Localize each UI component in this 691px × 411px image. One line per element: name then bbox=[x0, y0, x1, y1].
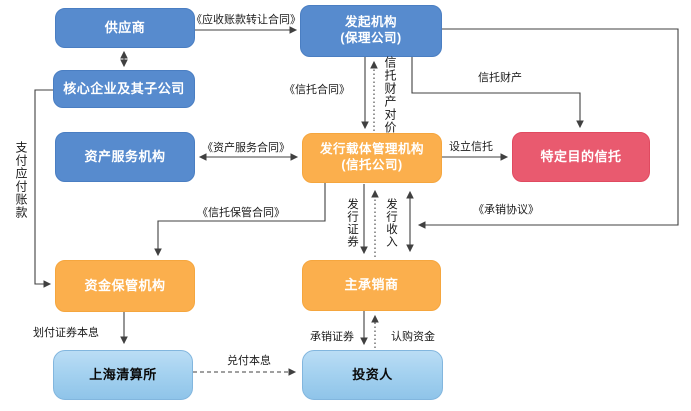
edge-label-trust-contract: 《信托合同》 bbox=[284, 84, 350, 96]
node-issuer-manager-label: 发行载体管理机构 bbox=[319, 142, 424, 157]
edge-label-asset-service-contract: 《资产服务合同》 bbox=[202, 142, 290, 154]
node-lead-underwriter: 主承销商 bbox=[302, 260, 441, 311]
node-originator-sublabel: (保理公司) bbox=[340, 31, 402, 45]
node-supplier: 供应商 bbox=[55, 8, 195, 48]
arrow-underwriting-agreement bbox=[417, 28, 679, 229]
node-originator: 发起机构 (保理公司) bbox=[300, 5, 442, 57]
arrow-pay-payables bbox=[34, 89, 53, 288]
node-lead-underwriter-label: 主承销商 bbox=[344, 277, 399, 293]
edge-label-receivables-transfer-contract: 《应收账款转让合同》 bbox=[191, 14, 301, 26]
node-shanghai-clearing: 上海清算所 bbox=[53, 350, 193, 400]
edge-label-underwriting-agreement: 《承销协议》 bbox=[473, 204, 539, 216]
edge-label-subscription-funds: 认购资金 bbox=[391, 331, 435, 343]
edge-label-issue-proceeds: 发行收入 bbox=[385, 198, 397, 248]
edge-label-trust-property-consideration: 信托财产对价 bbox=[383, 56, 397, 134]
node-originator-label: 发起机构 bbox=[344, 15, 397, 30]
edge-label-pay-payables: 支付应付账款 bbox=[14, 141, 28, 219]
node-special-purpose-trust: 特定目的信托 bbox=[512, 132, 650, 182]
node-asset-servicer: 资产服务机构 bbox=[55, 132, 195, 182]
edge-label-trust-custody-contract: 《信托保管合同》 bbox=[197, 207, 285, 219]
edge-label-issue-securities: 发行证券 bbox=[346, 198, 358, 248]
edge-label-transfer-principal-interest: 划付证券本息 bbox=[33, 327, 99, 339]
node-supplier-label: 供应商 bbox=[104, 19, 146, 35]
node-fund-custodian: 资金保管机构 bbox=[55, 260, 195, 312]
arrow-trust-property-to-spt bbox=[411, 57, 584, 129]
edge-label-underwrite-securities: 承销证券 bbox=[310, 331, 354, 343]
edge-label-trust-property: 信托财产 bbox=[478, 72, 522, 84]
edge-label-setup-trust: 设立信托 bbox=[449, 141, 493, 153]
node-special-purpose-trust-label: 特定目的信托 bbox=[540, 148, 622, 164]
node-investor: 投资人 bbox=[302, 350, 443, 400]
node-asset-servicer-label: 资产服务机构 bbox=[84, 148, 166, 164]
node-issuer-manager-sublabel: (信托公司) bbox=[341, 158, 403, 172]
node-issuer-manager: 发行载体管理机构 (信托公司) bbox=[302, 133, 442, 183]
node-fund-custodian-label: 资金保管机构 bbox=[84, 277, 166, 293]
node-core-enterprise: 核心企业及其子公司 bbox=[53, 70, 195, 108]
node-core-enterprise-label: 核心企业及其子公司 bbox=[63, 80, 185, 96]
node-investor-label: 投资人 bbox=[352, 366, 393, 382]
node-shanghai-clearing-label: 上海清算所 bbox=[89, 366, 157, 382]
edge-label-redeem-principal-interest: 兑付本息 bbox=[227, 355, 271, 367]
